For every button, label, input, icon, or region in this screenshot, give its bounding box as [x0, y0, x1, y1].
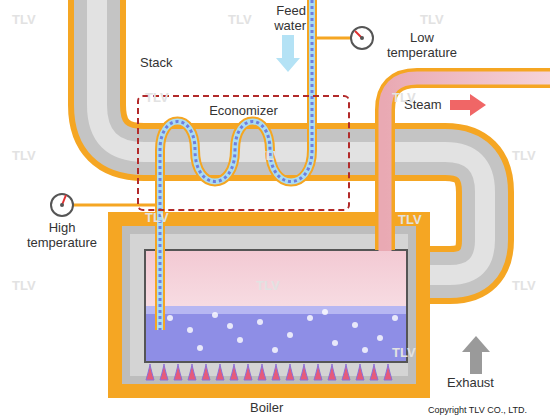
- flame: [286, 364, 294, 380]
- watermark: TLV: [512, 278, 536, 293]
- watermark: TLV: [12, 148, 36, 163]
- economizer-region: Economizer: [137, 95, 350, 211]
- flame: [174, 364, 182, 380]
- bubble: [197, 345, 203, 351]
- flame: [258, 364, 266, 380]
- watermark: TLV: [258, 148, 282, 163]
- flame: [188, 364, 196, 380]
- flow-label: Feed water: [258, 3, 306, 33]
- bubble: [167, 315, 173, 321]
- steam-pipe: [385, 78, 550, 251]
- bubble: [187, 327, 193, 333]
- exhaust-arrow: [462, 336, 490, 374]
- flame: [160, 364, 168, 380]
- bubble: [227, 323, 233, 329]
- bubble: [287, 332, 293, 338]
- watermark: TLV: [228, 12, 252, 27]
- bubble: [377, 335, 383, 341]
- feed-water-tube: [160, 0, 312, 330]
- bubble: [307, 315, 313, 321]
- copyright-note: Copyright TLV CO., LTD.: [428, 405, 527, 416]
- watermark: TLV: [12, 12, 36, 27]
- flame: [328, 364, 336, 380]
- part-name: Boiler: [250, 400, 283, 415]
- low-temperature-gauge: [316, 27, 373, 49]
- flame: [356, 364, 364, 380]
- flow-label: Exhaust: [447, 375, 494, 390]
- watermark: TLV: [512, 148, 536, 163]
- watermark: TLV: [420, 12, 444, 27]
- gauge-label: High temperature: [16, 220, 108, 250]
- watermark: TLV: [12, 278, 36, 293]
- burner-flames: [146, 364, 392, 380]
- bubble: [392, 315, 398, 321]
- water-bubbles: [167, 309, 398, 353]
- part-name: Stack: [140, 55, 173, 70]
- flame: [300, 364, 308, 380]
- bubble: [212, 312, 218, 318]
- steam-arrow: [450, 94, 486, 116]
- watermark: TLV: [256, 278, 280, 293]
- watermark: TLV: [392, 90, 416, 105]
- watermark: TLV: [145, 210, 169, 225]
- feed-water-arrow: [276, 35, 300, 72]
- gauge-label: Low temperature: [376, 30, 468, 60]
- watermark: TLV: [398, 212, 422, 227]
- bubble: [272, 347, 278, 353]
- watermark: TLV: [392, 345, 416, 360]
- flame: [244, 364, 252, 380]
- flame: [314, 364, 322, 380]
- bubble: [332, 340, 338, 346]
- flame: [370, 364, 378, 380]
- bubble: [322, 309, 328, 315]
- bubble: [237, 337, 243, 343]
- flame: [216, 364, 224, 380]
- flame: [342, 364, 350, 380]
- flame: [146, 364, 154, 380]
- flame: [384, 364, 392, 380]
- high-temperature-gauge: [51, 194, 156, 216]
- region-title: Economizer: [139, 103, 348, 118]
- flame: [272, 364, 280, 380]
- flame: [202, 364, 210, 380]
- bubble: [257, 319, 263, 325]
- flame: [230, 364, 238, 380]
- watermark: TLV: [145, 90, 169, 105]
- bubble: [352, 322, 358, 328]
- bubble: [362, 347, 368, 353]
